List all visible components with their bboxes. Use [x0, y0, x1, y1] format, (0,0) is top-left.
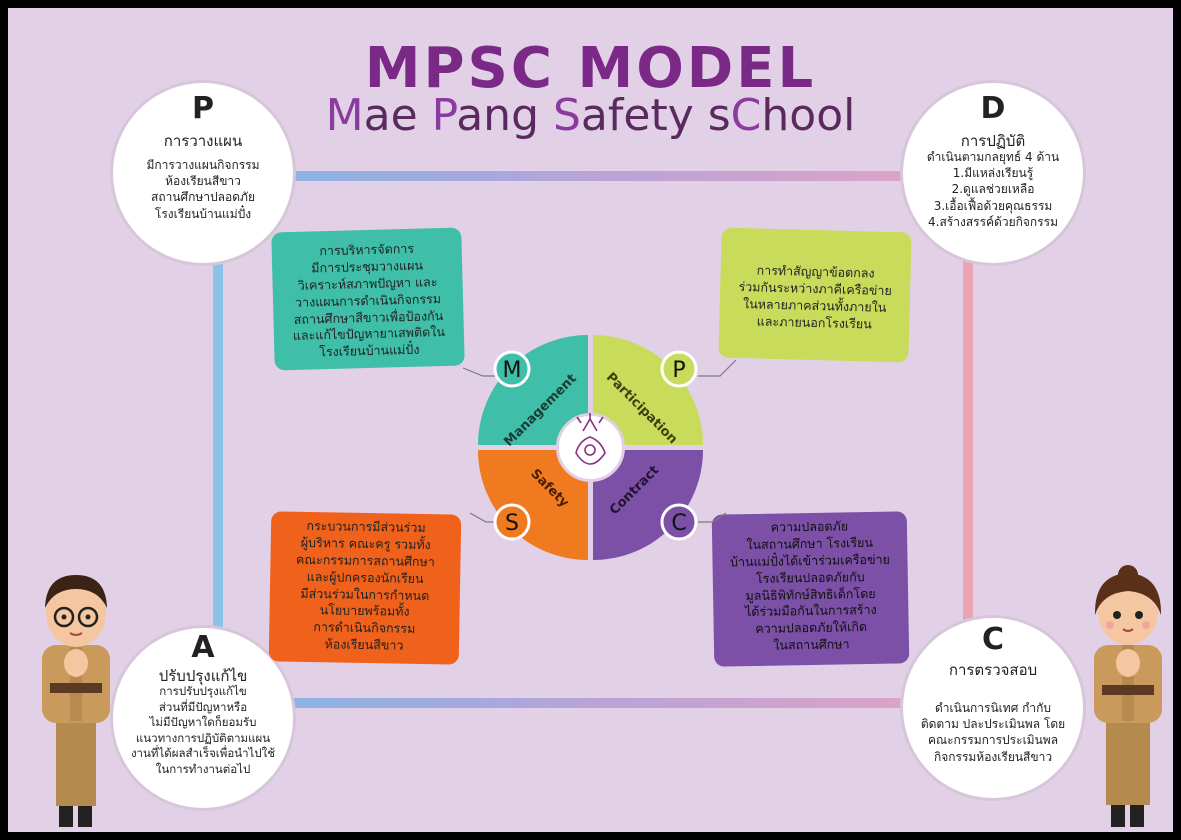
circle-check: C การตรวจสอบ ดำเนินการนิเทศ กำกับติดตาม …	[903, 618, 1083, 798]
circle-plan-heading: การวางแผน	[163, 132, 243, 150]
circle-do-heading: การปฏิบัติ	[960, 132, 1026, 150]
circle-check-body: ดำเนินการนิเทศ กำกับติดตาม ปละประเมินพล …	[920, 701, 1066, 764]
circle-plan-letter: P	[192, 91, 214, 126]
circle-act: A ปรับปรุงแก้ไข การปรับปรุงแก้ไขส่วนที่ม…	[113, 628, 293, 808]
frame-right-line	[963, 171, 973, 708]
badge-m: M	[493, 350, 531, 388]
badge-m-letter: M	[503, 358, 522, 383]
badge-s: S	[493, 503, 531, 541]
connector-contract	[698, 512, 727, 523]
connector-participation	[698, 359, 737, 377]
title-main: MPSC MODEL	[364, 36, 817, 101]
frame-top-line	[213, 171, 973, 181]
circle-do-letter: D	[980, 91, 1006, 126]
circle-plan: P การวางแผน มีการวางแผนกิจกรรมห้องเรียนส…	[113, 83, 293, 263]
frame-bottom-line	[213, 698, 973, 708]
wheel-quadrant-participation	[593, 335, 703, 445]
circle-check-letter: C	[981, 622, 1005, 657]
wheel-badges: M P S C	[493, 350, 698, 541]
female-teacher-illustration	[1094, 565, 1162, 827]
circle-act-body: การปรับปรุงแก้ไขส่วนที่มีปัญหาหรือไม่มีป…	[130, 684, 276, 776]
badge-c: C	[660, 503, 698, 541]
badge-p: P	[660, 350, 698, 388]
school-logo-emblem	[575, 413, 606, 465]
circle-act-heading: ปรับปรุงแก้ไข	[158, 667, 248, 685]
frame-left-line	[213, 171, 223, 708]
badge-p-letter: P	[672, 358, 685, 383]
circle-act-letter: A	[191, 630, 215, 665]
circle-check-heading: การตรวจสอบ	[948, 661, 1038, 679]
badge-s-letter: S	[505, 511, 519, 536]
male-teacher-illustration	[42, 575, 110, 827]
wheel-quadrant-contract	[593, 450, 703, 560]
circle-plan-body: มีการวางแผนกิจกรรมห้องเรียนสีขาวสถานศึกษ…	[146, 158, 260, 221]
wheel-quadrant-safety	[478, 450, 588, 560]
infographic-canvas: MPSC MODEL Mae Pang Safety sChool P การว…	[8, 8, 1173, 832]
wheel-quadrant-management	[478, 335, 588, 445]
title-subtitle: Mae Pang Safety sChool	[325, 90, 856, 141]
badge-c-letter: C	[671, 511, 686, 536]
mpsc-wheel: Management Participation Safety Contract	[478, 335, 703, 560]
